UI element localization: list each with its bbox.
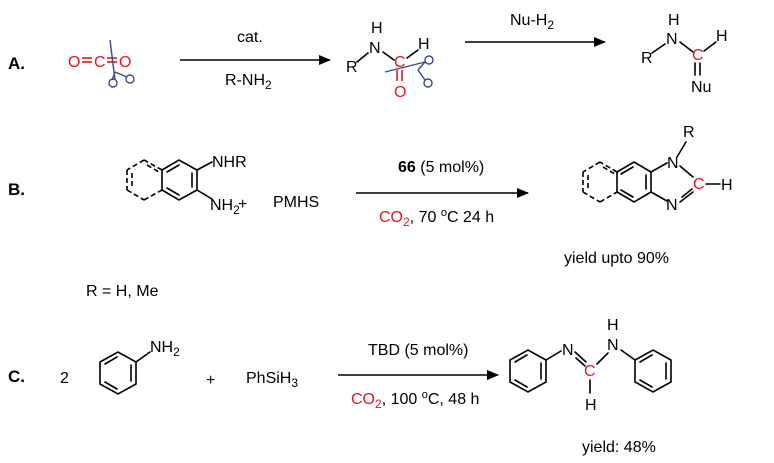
prod-a-nu: Nu [691,79,711,96]
co2-c: C [94,54,106,71]
inter-n: N [369,40,381,57]
coefficient-2: 2 [60,370,69,387]
yield-b: yield upto 90% [564,250,669,267]
inter-o: O [394,84,406,101]
co2-o-left: O [68,54,80,71]
label-b: B. [8,180,25,199]
scissors-icon [384,55,434,88]
co2-reactant: O C O [68,39,135,88]
arrow-a1-bottom: R-NH2 [225,72,272,92]
arrow-b-catalyst: 66 (5 mol%) [398,159,484,176]
prod-b-h: H [721,177,733,194]
inter-r: R [346,59,358,76]
pmhs-reagent: PMHS [273,194,319,211]
prod-c-h-top: H [607,317,619,334]
inter-h: H [371,20,383,37]
plus-b: + [238,196,247,213]
arrow-c-catalyst: TBD (5 mol%) [368,342,468,359]
r-definition: R = H, Me [86,283,159,300]
prod-c-n2: N [607,337,619,354]
nh2-group: NH2 [210,197,240,217]
prod-a-c: C [692,47,704,64]
co2-o-right: O [119,54,131,71]
arrow-a2-top: Nu-H2 [510,12,554,32]
diamine-reactant: NHR NH2 [126,154,247,217]
formamide-intermediate: H N R C H O [346,20,434,101]
arrow-c-conditions: CO2, 100 oC, 48 h [351,389,479,411]
prod-b-n1: N [667,155,679,172]
arrow-b-conditions: CO2, 70 oC 24 h [379,207,494,229]
prod-b-n2: N [666,197,678,214]
prod-b-c: C [693,176,705,193]
row-a-product: H N R C H Nu [641,12,728,96]
plus-c: + [206,372,215,389]
nhr-group: NHR [212,154,247,171]
prod-a-r: R [641,50,653,67]
yield-c: yield: 48% [582,439,656,456]
aniline-nh2: NH2 [150,339,180,359]
inter-c: C [394,54,406,71]
label-c: C. [8,367,25,386]
prod-a-ch: H [716,28,728,45]
label-a: A. [8,54,25,73]
aniline-reactant: NH2 [99,339,180,395]
prod-b-r: R [683,124,695,141]
prod-a-n: N [666,31,678,48]
arrow-a1-top: cat. [237,29,263,46]
prod-c-h-bottom: H [585,397,597,414]
prod-c-n1: N [562,342,574,359]
benzimidazole-product: N N R C H [582,124,733,214]
scissors-icon [108,39,135,88]
formamidine-product: N C H H N [509,317,672,414]
prod-c-c: C [584,363,596,380]
prod-a-h: H [668,12,680,29]
silane-reagent: PhSiH3 [246,370,298,390]
inter-ch: H [418,36,430,53]
